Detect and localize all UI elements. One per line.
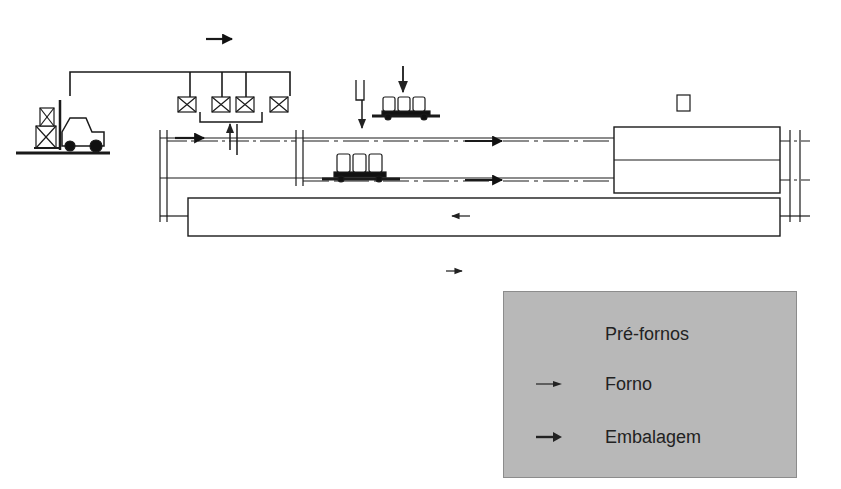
kiln-car <box>322 154 400 182</box>
legend-entry: Embalagem <box>504 423 796 453</box>
legend-entry: Forno <box>504 370 796 400</box>
legend-panel: Pré-fornosFornoEmbalagem <box>503 291 797 478</box>
crate-row <box>178 97 288 155</box>
legend-label: Pré-fornos <box>605 324 689 345</box>
legend-label: Embalagem <box>605 427 701 448</box>
legend-label: Forno <box>605 374 652 395</box>
thin-arrow-sample <box>534 376 564 392</box>
square-symbol <box>677 95 690 111</box>
forklift <box>16 100 110 153</box>
thick-arrow-sample <box>534 429 564 445</box>
kiln-car <box>356 66 440 128</box>
flow-arrow <box>206 38 232 40</box>
legend-entry: Pré-fornos <box>504 320 796 350</box>
bracket <box>70 72 290 96</box>
flow-arrow <box>446 270 462 271</box>
pre-kiln <box>614 127 780 193</box>
kiln <box>188 198 780 236</box>
